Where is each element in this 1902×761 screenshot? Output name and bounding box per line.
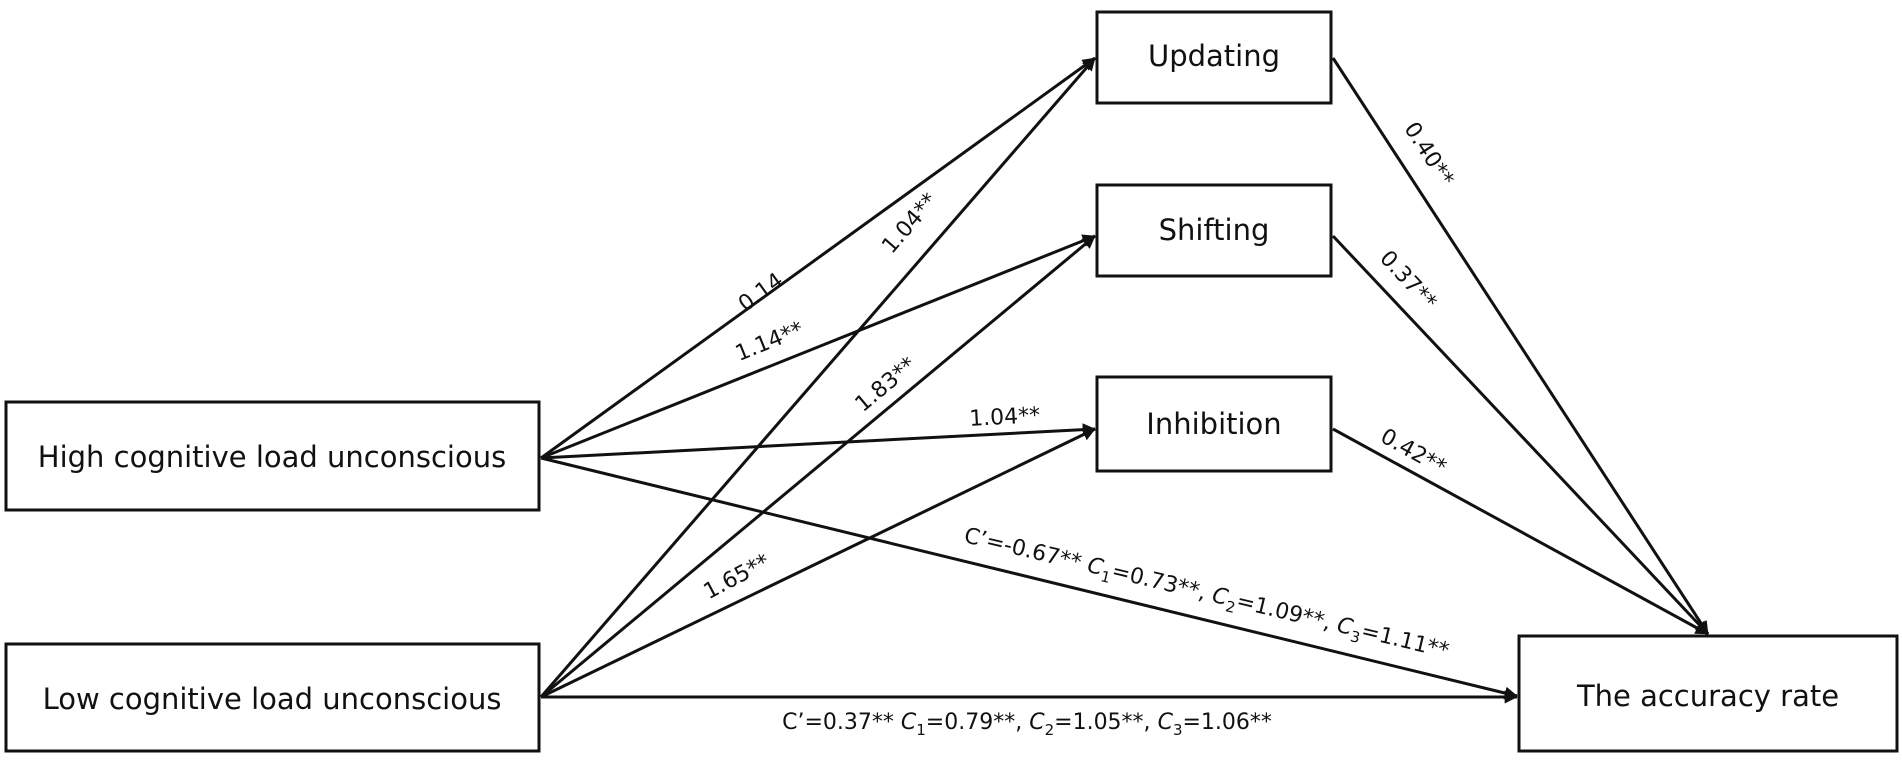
updating-label: Updating bbox=[1148, 39, 1280, 73]
c3-value-high: =1.11** bbox=[1359, 619, 1452, 664]
arrow-high-to-accuracy bbox=[540, 456, 1518, 700]
high-load-label: High cognitive load unconscious bbox=[38, 440, 506, 474]
accuracy-rate-label: The accuracy rate bbox=[1576, 679, 1839, 713]
c1-symbol-high: C bbox=[1085, 553, 1106, 581]
c-prime-low: C’=0.37** bbox=[782, 710, 894, 735]
arrow-high-to-shifting bbox=[540, 234, 1096, 460]
c3-value-low: =1.06** bbox=[1182, 710, 1271, 735]
coef-high-updating: 0.14 bbox=[734, 268, 788, 317]
low-load-box bbox=[4, 642, 541, 753]
c2-value-high: =1.09**, bbox=[1234, 589, 1334, 636]
coef-low-inhibition: 1.65** bbox=[700, 550, 774, 605]
coef-low-updating: 1.04** bbox=[877, 189, 942, 259]
accuracy-rate-box bbox=[1517, 634, 1899, 753]
c3-subscript-low: 3 bbox=[1173, 721, 1183, 739]
inhibition-label: Inhibition bbox=[1146, 407, 1281, 441]
coef-high-shifting: 1.14** bbox=[732, 317, 807, 367]
c1-subscript-low: 1 bbox=[916, 721, 926, 739]
coef-shifting-accuracy: 0.37** bbox=[1374, 246, 1441, 315]
c1-symbol-low: C bbox=[901, 710, 917, 735]
c1-value-low: =0.79**, bbox=[926, 710, 1022, 735]
arrow-shifting-to-accuracy bbox=[1331, 234, 1710, 636]
c-prime-high: C’=-0.67** bbox=[962, 523, 1084, 575]
c2-symbol-high: C bbox=[1210, 583, 1231, 611]
high-load-box bbox=[4, 400, 541, 512]
coef-updating-accuracy: 0.40** bbox=[1399, 118, 1459, 191]
arrow-high-to-updating bbox=[540, 56, 1096, 460]
c2-subscript-low: 2 bbox=[1045, 721, 1055, 739]
arrow-updating-to-accuracy bbox=[1331, 57, 1710, 635]
inhibition-box bbox=[1095, 375, 1333, 473]
c3-symbol-low: C bbox=[1158, 710, 1174, 735]
c3-subscript-high: 3 bbox=[1348, 627, 1361, 647]
coef-high-inhibition: 1.04** bbox=[969, 403, 1041, 432]
arrow-low-to-updating bbox=[539, 57, 1097, 698]
shifting-box bbox=[1095, 183, 1333, 278]
c2-subscript-high: 2 bbox=[1224, 597, 1237, 617]
shifting-label: Shifting bbox=[1159, 213, 1270, 247]
arrow-low-to-inhibition bbox=[540, 427, 1096, 699]
low-load-label: Low cognitive load unconscious bbox=[43, 682, 502, 716]
c1-subscript-high: 1 bbox=[1099, 567, 1112, 587]
arrow-inhibition-to-accuracy bbox=[1332, 427, 1709, 636]
direct-effect-low-label: C’=0.37** C1=0.79**, C2=1.05**, C3=1.06*… bbox=[782, 710, 1272, 739]
updating-box bbox=[1095, 10, 1333, 105]
c2-value-low: =1.05**, bbox=[1054, 710, 1150, 735]
direct-effect-high-label: C’=-0.67** C1=0.73**, C2=1.09**, C3=1.11… bbox=[961, 523, 1452, 667]
c2-symbol-low: C bbox=[1029, 710, 1045, 735]
arrow-low-to-shifting bbox=[540, 234, 1096, 699]
c3-symbol-high: C bbox=[1334, 613, 1355, 641]
arrow-high-to-inhibition bbox=[540, 423, 1096, 460]
coef-low-shifting: 1.83** bbox=[851, 353, 921, 418]
